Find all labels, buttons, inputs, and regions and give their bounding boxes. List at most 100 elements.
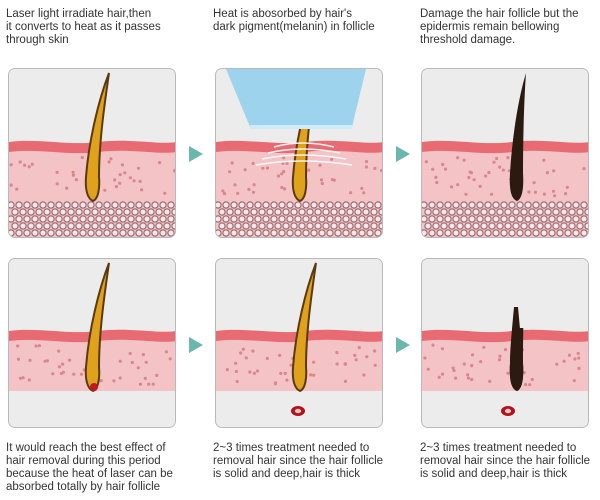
fat-cell xyxy=(560,222,568,230)
heat-wave xyxy=(261,154,347,160)
fat-cell xyxy=(43,222,51,230)
fat-cell xyxy=(302,215,310,223)
dermis-dot xyxy=(61,362,65,366)
fat-cell xyxy=(468,229,476,237)
dermis-dot xyxy=(261,166,265,170)
panel-step-3 xyxy=(421,68,589,238)
fat-cell xyxy=(342,215,350,223)
dermis-dot xyxy=(289,363,293,367)
dermis-dot xyxy=(572,379,576,383)
fat-cell xyxy=(131,208,139,216)
fat-cell xyxy=(516,229,524,237)
fat-cell xyxy=(492,229,500,237)
fat-cell xyxy=(107,222,115,230)
dermis-dot xyxy=(113,178,117,182)
heat-wave xyxy=(267,148,341,154)
fat-cell xyxy=(127,229,135,237)
fat-cell xyxy=(354,222,362,230)
fat-cell xyxy=(103,229,111,237)
dermis-dot xyxy=(71,173,75,177)
fat-cell xyxy=(230,215,238,223)
fat-cell xyxy=(436,215,444,223)
fat-cell xyxy=(238,215,246,223)
dermis-dot xyxy=(9,183,13,187)
dermis-dot xyxy=(555,362,559,366)
fat-cell xyxy=(171,222,175,230)
fat-cell xyxy=(55,229,63,237)
fat-cell xyxy=(476,215,484,223)
fat-cell xyxy=(171,208,175,216)
dermis-dot xyxy=(222,192,227,196)
fat-cell xyxy=(254,201,262,209)
dermis-dot xyxy=(470,377,474,382)
dermis-dot xyxy=(252,183,256,187)
dermis-dot xyxy=(567,353,572,357)
dermis-dot xyxy=(247,187,251,191)
dermis-dot xyxy=(488,379,492,383)
fat-cell xyxy=(294,215,302,223)
dermis-dot xyxy=(441,162,445,167)
dermis-dot xyxy=(506,156,510,160)
fat-cell xyxy=(532,229,540,237)
fat-cell xyxy=(234,208,242,216)
fat-cell xyxy=(544,208,552,216)
fat-cell xyxy=(548,215,556,223)
fat-cell xyxy=(139,208,147,216)
dermis-dot xyxy=(426,367,430,371)
dermis-dot xyxy=(140,188,144,192)
caption-step-3: Damage the hair follicle but the epiderm… xyxy=(420,8,579,46)
fat-cell xyxy=(334,229,342,237)
fat-cell xyxy=(504,222,512,230)
dermis-dot xyxy=(490,192,494,196)
fat-cell xyxy=(576,208,584,216)
dermis-dot xyxy=(118,359,122,363)
fat-cell xyxy=(460,215,468,223)
caption-step-5: 2~3 times treatment needed to removal ha… xyxy=(213,442,384,480)
fat-cell xyxy=(87,201,95,209)
dermis-dot xyxy=(173,169,175,173)
dermis-dot xyxy=(265,166,270,170)
dermis-dot xyxy=(373,363,377,367)
fat-cell xyxy=(71,229,79,237)
fat-cell xyxy=(35,222,43,230)
dermis-dot xyxy=(456,183,460,187)
fat-cell xyxy=(528,208,536,216)
short-hair xyxy=(509,307,524,391)
fat-cell xyxy=(111,215,119,223)
fat-cell xyxy=(242,222,250,230)
fat-cell xyxy=(35,208,43,216)
skin-cross-section-illustration xyxy=(9,259,175,427)
dermis-dot xyxy=(452,369,456,373)
fat-cell xyxy=(460,229,468,237)
fat-cell xyxy=(95,215,103,223)
fat-cell xyxy=(63,201,71,209)
caption-step-1: Laser light irradiate hair,then it conve… xyxy=(6,8,161,46)
dermis-dot xyxy=(225,368,229,372)
fat-cell xyxy=(230,229,238,237)
fat-cell xyxy=(111,201,119,209)
dermis-dot xyxy=(373,349,377,353)
dermis-dot xyxy=(530,377,534,382)
fat-cell xyxy=(440,222,448,230)
arrow-right-icon xyxy=(189,146,203,162)
fat-cell xyxy=(374,229,382,237)
dermis-dot xyxy=(533,190,537,194)
dermis-dot xyxy=(15,187,19,191)
fat-cell xyxy=(131,222,139,230)
fat-cell xyxy=(496,208,504,216)
fat-cell xyxy=(432,222,440,230)
skin-cross-section-illustration xyxy=(216,259,382,427)
dermis-dot xyxy=(498,354,502,358)
fat-cell xyxy=(23,215,31,223)
dermis-dot xyxy=(319,178,324,182)
fat-cell xyxy=(286,201,294,209)
fat-cell xyxy=(378,222,382,230)
fat-cell xyxy=(246,229,254,237)
fat-cell xyxy=(270,201,278,209)
fat-cell xyxy=(456,222,464,230)
fat-cell xyxy=(95,229,103,237)
fat-cell xyxy=(83,222,91,230)
fat-cell xyxy=(576,222,584,230)
dermis-dot xyxy=(273,382,277,386)
dermis-dot xyxy=(136,366,140,370)
